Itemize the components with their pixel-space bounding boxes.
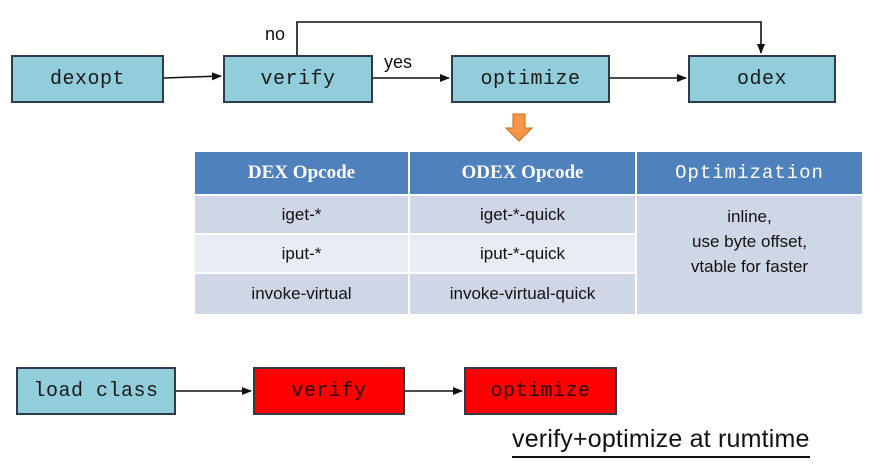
table-cell: iget-* — [195, 196, 408, 233]
table-cell: iput-* — [195, 235, 408, 272]
optimize-label: optimize — [480, 67, 581, 91]
verify-label: verify — [260, 67, 336, 91]
table-cell: iput-*-quick — [410, 235, 635, 272]
dexopt-label: dexopt — [49, 67, 125, 91]
optimization-line: use byte offset, — [692, 232, 807, 251]
table-cell: invoke-virtual-quick — [410, 274, 635, 314]
load-class-label: load class — [33, 379, 159, 403]
opcode-table: DEX Opcode ODEX Opcode Optimization iget… — [195, 152, 862, 314]
runtime-caption: verify+optimize at rumtime — [512, 425, 810, 458]
header-optimization: Optimization — [637, 152, 862, 194]
optimize-runtime-label: optimize — [490, 379, 591, 403]
odex-box: odex — [688, 55, 836, 103]
arrow-dexopt-verify — [163, 72, 222, 81]
verify-box: verify — [223, 55, 373, 103]
verify-runtime-label: verify — [291, 379, 367, 403]
header-odex-opcode: ODEX Opcode — [410, 152, 635, 194]
load-class-box: load class — [16, 367, 176, 415]
table-cell: iget-*-quick — [410, 196, 635, 233]
down-arrow-icon — [504, 113, 534, 142]
optimize-runtime-box: optimize — [464, 367, 617, 415]
optimization-line: inline, — [727, 207, 772, 226]
header-dex-opcode: DEX Opcode — [195, 152, 408, 194]
verify-runtime-box: verify — [253, 367, 405, 415]
dexopt-box: dexopt — [11, 55, 164, 103]
arrow-verify-odex-no — [296, 21, 765, 55]
yes-label: yes — [384, 52, 413, 72]
no-label: no — [265, 24, 286, 44]
optimization-line: vtable for faster — [690, 257, 809, 276]
optimize-box: optimize — [451, 55, 610, 103]
odex-label: odex — [736, 67, 787, 91]
optimization-cell: inline, use byte offset, vtable for fast… — [637, 196, 862, 314]
table-cell: invoke-virtual — [195, 274, 408, 314]
